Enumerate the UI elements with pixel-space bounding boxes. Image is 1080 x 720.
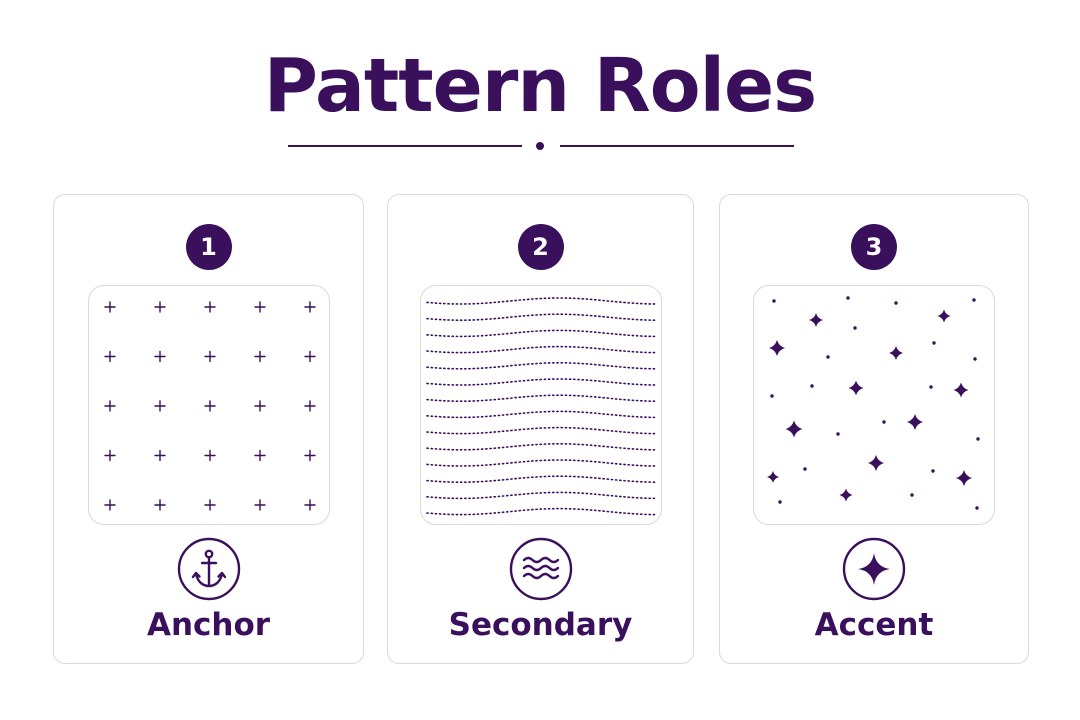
wave-line	[425, 378, 658, 386]
plus-mark	[203, 301, 216, 313]
star-mark	[868, 455, 884, 471]
star-mark	[769, 340, 785, 356]
step-badge-3: 3	[851, 224, 897, 270]
card-secondary: 2 Secondary	[387, 194, 694, 664]
dot-mark	[770, 394, 774, 398]
dot-mark	[932, 341, 936, 345]
wave-line	[425, 329, 658, 338]
star-mark	[809, 313, 823, 327]
star-mark	[907, 414, 923, 430]
dot-mark	[846, 296, 850, 300]
star-mark	[785, 420, 803, 438]
plus-mark	[203, 350, 216, 363]
plus-mark	[303, 350, 316, 363]
dot-mark	[894, 301, 898, 305]
dotted-waves-pattern	[425, 297, 658, 516]
dot-mark	[976, 437, 980, 441]
wave-line	[425, 394, 658, 402]
plus-mark	[253, 449, 266, 462]
dot-mark	[910, 493, 914, 497]
pattern-swatch-anchor	[87, 285, 330, 525]
wave-line	[425, 313, 658, 321]
step-badge-2: 2	[517, 224, 564, 270]
dot-mark	[973, 357, 977, 361]
plus-mark	[153, 350, 166, 363]
dot-mark	[772, 299, 776, 303]
dot-mark	[975, 506, 979, 510]
plus-mark	[153, 301, 166, 313]
role-label-secondary: Secondary	[448, 607, 633, 643]
plus-mark	[103, 301, 116, 313]
plus-mark	[253, 400, 266, 412]
plus-mark	[103, 449, 116, 462]
role-label-anchor: Anchor	[146, 607, 271, 643]
star-mark	[767, 471, 779, 483]
sparkle-icon	[842, 537, 906, 601]
plus-mark	[203, 400, 216, 412]
star-mark	[889, 346, 903, 360]
dot-mark	[810, 384, 814, 388]
page-title: Pattern Roles	[263, 43, 817, 129]
wave-line	[425, 507, 658, 516]
star-mark	[956, 470, 972, 486]
star-mark	[937, 309, 951, 323]
dot-mark	[929, 385, 933, 389]
dot-mark	[972, 298, 976, 302]
plus-mark	[203, 449, 216, 462]
star-mark	[953, 382, 969, 398]
wave-line	[425, 426, 658, 435]
card-accent: 3 Accent	[719, 194, 1029, 664]
plus-mark	[153, 400, 166, 412]
plus-mark	[303, 400, 316, 412]
card-anchor: 1 Anchor	[53, 194, 364, 664]
waves-icon	[509, 537, 573, 601]
title-divider	[288, 138, 794, 154]
plus-mark	[153, 449, 166, 462]
dot-mark	[836, 432, 840, 436]
wave-line	[425, 475, 658, 483]
step-badge-1: 1	[185, 224, 232, 270]
pattern-swatch-secondary	[419, 285, 662, 525]
wave-line	[425, 491, 658, 500]
dot-mark	[853, 326, 857, 330]
dot-mark	[826, 355, 830, 359]
dot-mark	[931, 469, 935, 473]
plus-mark	[203, 499, 216, 511]
star-mark	[839, 488, 853, 502]
plus-mark	[103, 400, 116, 412]
plus-mark	[103, 499, 116, 511]
plus-mark	[153, 499, 166, 511]
plus-mark	[253, 301, 266, 313]
wave-line	[425, 361, 658, 370]
wave-line	[425, 410, 658, 419]
role-label-accent: Accent	[814, 607, 934, 643]
star-mark	[848, 380, 864, 396]
wave-line	[425, 297, 658, 305]
pattern-swatch-accent	[753, 285, 995, 525]
plus-mark	[253, 350, 266, 363]
wave-line	[425, 442, 658, 451]
plus-grid-pattern	[103, 301, 316, 511]
wave-line	[425, 459, 658, 467]
plus-mark	[103, 350, 116, 363]
wave-line	[425, 345, 658, 354]
plus-mark	[303, 301, 316, 313]
plus-mark	[303, 499, 316, 511]
dot-mark	[882, 420, 886, 424]
plus-mark	[253, 499, 266, 511]
anchor-icon	[177, 537, 241, 601]
dot-mark	[778, 500, 782, 504]
stars-and-dots-pattern	[767, 296, 980, 510]
plus-mark	[303, 449, 316, 462]
dot-mark	[803, 467, 807, 471]
